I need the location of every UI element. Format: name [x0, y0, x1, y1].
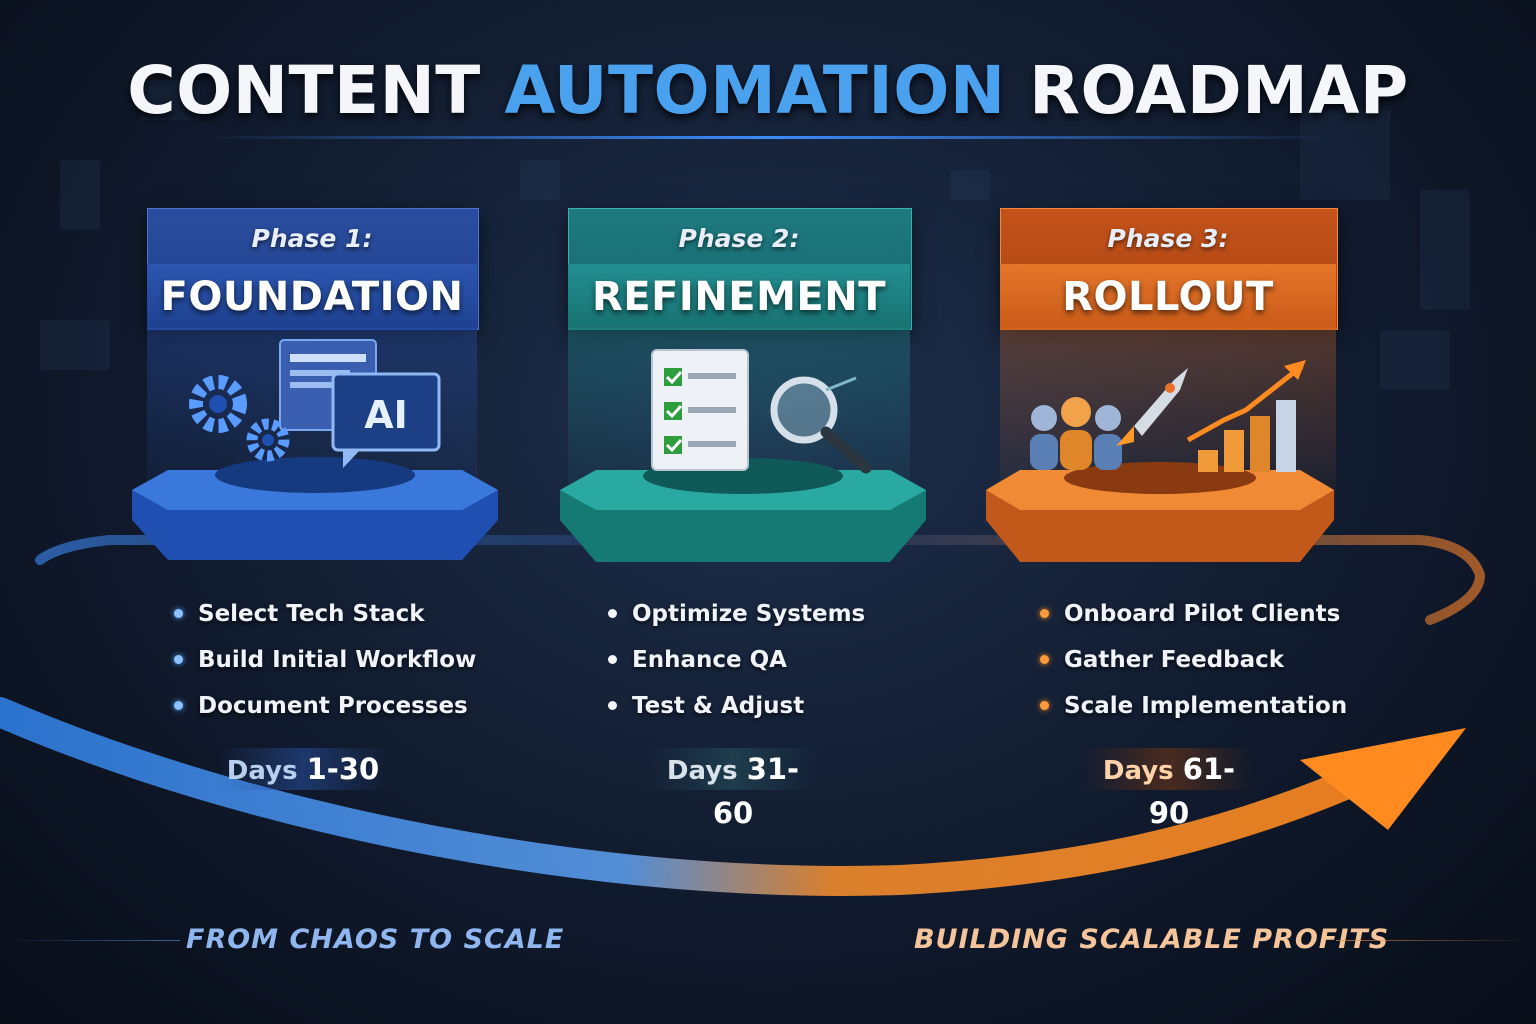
phase-2-days: Days 31-60 [648, 748, 818, 830]
phase-1-label: Phase 1: [251, 224, 373, 253]
days-label: Days [226, 756, 298, 786]
tagline-left-rule [0, 940, 180, 941]
list-item: Optimize Systems [606, 596, 865, 642]
phase-3-label: Phase 3: [1107, 224, 1229, 253]
bullet-dot [174, 701, 183, 710]
checklist-magnifier-icon [560, 349, 926, 562]
bullet-dot [1040, 609, 1049, 618]
title-word-content: CONTENT [127, 52, 481, 129]
task-text: Scale Implementation [1064, 693, 1348, 719]
list-item: Gather Feedback [1038, 642, 1347, 688]
page-title: CONTENT AUTOMATION ROADMAP [0, 52, 1536, 129]
phase-2-name: REFINEMENT [568, 264, 910, 330]
phase-1-tasks: Select Tech Stack Build Initial Workflow… [172, 596, 476, 734]
list-item: Scale Implementation [1038, 688, 1347, 734]
phase-1-days: Days 1-30 [218, 748, 388, 790]
task-text: Test & Adjust [632, 693, 805, 719]
list-item: Select Tech Stack [172, 596, 476, 642]
task-text: Select Tech Stack [198, 601, 425, 627]
bullet-dot [1040, 701, 1049, 710]
title-word-automation: AUTOMATION [504, 52, 1006, 129]
days-range: 31-60 [712, 752, 800, 830]
gears-monitor-ai-icon: AI [132, 339, 498, 560]
days-label: Days [666, 756, 738, 786]
ai-badge-text: AI [364, 393, 408, 437]
bullet-dot [608, 655, 617, 664]
task-text: Onboard Pilot Clients [1064, 601, 1341, 627]
tagline-right-rule [1336, 940, 1536, 941]
task-text: Document Processes [198, 693, 468, 719]
bullet-dot [174, 609, 183, 618]
phase-1-name: FOUNDATION [147, 264, 477, 330]
title-word-roadmap: ROADMAP [1029, 52, 1409, 129]
days-label: Days [1102, 756, 1174, 786]
task-text: Optimize Systems [632, 601, 866, 627]
task-text: Build Initial Workflow [198, 647, 477, 673]
days-range: 1-30 [306, 752, 380, 786]
tagline-right: BUILDING SCALABLE PROFITS [914, 924, 1390, 955]
task-text: Gather Feedback [1064, 647, 1285, 673]
bullet-dot [1040, 655, 1049, 664]
phase-3-name: ROLLOUT [1000, 264, 1336, 330]
list-item: Build Initial Workflow [172, 642, 476, 688]
phase-3-tasks: Onboard Pilot Clients Gather Feedback Sc… [1038, 596, 1347, 734]
tagline-left: FROM CHAOS TO SCALE [186, 924, 565, 955]
days-range: 61-90 [1148, 752, 1236, 830]
list-item: Enhance QA [606, 642, 865, 688]
phase-2-label: Phase 2: [678, 224, 800, 253]
title-underline [200, 136, 1336, 139]
bullet-dot [174, 655, 183, 664]
rocket-people-growth-chart-icon [986, 360, 1334, 562]
list-item: Document Processes [172, 688, 476, 734]
list-item: Onboard Pilot Clients [1038, 596, 1347, 642]
phase-3-days: Days 61-90 [1084, 748, 1254, 830]
bullet-dot [608, 609, 617, 618]
list-item: Test & Adjust [606, 688, 865, 734]
bullet-dot [608, 701, 617, 710]
phase-2-tasks: Optimize Systems Enhance QA Test & Adjus… [606, 596, 865, 734]
task-text: Enhance QA [632, 647, 787, 673]
